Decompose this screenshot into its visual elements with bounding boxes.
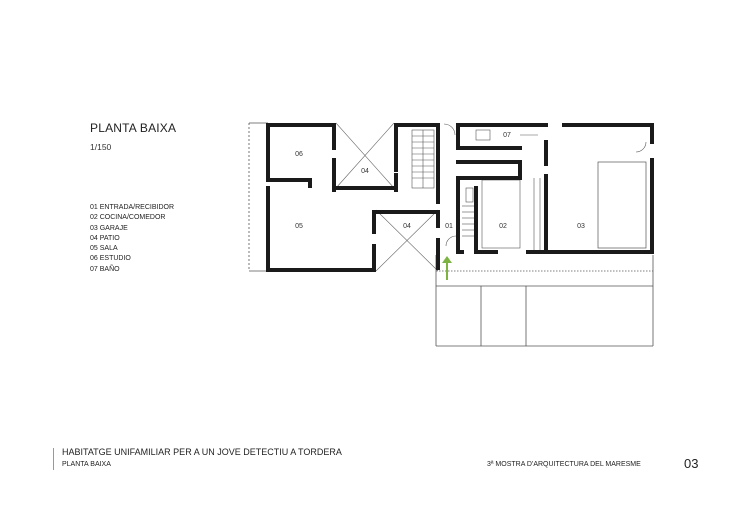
legend-item: 04 PATIO [90, 234, 120, 242]
stairs [411, 129, 435, 189]
footer-subtitle: PLANTA BAIXA [62, 461, 111, 468]
footer-divider [53, 448, 54, 470]
page-number: 03 [684, 456, 699, 471]
walls [266, 123, 654, 272]
door-swings [443, 123, 647, 247]
plan-scale: 1/150 [90, 142, 112, 152]
room-label-patio-top: 04 [361, 168, 369, 175]
footer-exhibition: 3ª MOSTRA D'ARQUITECTURA DEL MARESME [487, 461, 641, 468]
room-label-garage: 03 [577, 223, 585, 230]
garage-car-outline [597, 161, 647, 249]
room-legend: 01 ENTRADA/RECIBIDOR 02 COCINA/COMEDOR 0… [90, 203, 174, 275]
room-label-kitchen: 02 [499, 223, 507, 230]
legend-item: 05 SALA [90, 245, 118, 253]
legend-item: 01 ENTRADA/RECIBIDOR [90, 204, 175, 211]
plan-title: PLANTA BAIXA [90, 121, 177, 135]
legend-item: 06 ESTUDIO [90, 255, 131, 263]
footer-project-title: HABITATGE UNIFAMILIAR PER A UN JOVE DETE… [62, 447, 342, 457]
entrance-arrow-icon [442, 256, 452, 280]
room-label-study: 06 [295, 151, 303, 158]
site-lines [248, 122, 654, 347]
room-label-entrance: 01 [445, 223, 453, 230]
legend-item: 07 BAÑO [90, 265, 120, 273]
legend-item: 03 GARAJE [90, 224, 128, 232]
room-label-bath: 07 [503, 132, 511, 139]
room-label-patio-bottom: 04 [403, 223, 411, 230]
patio-marks [335, 122, 439, 272]
room-label-living: 05 [295, 223, 303, 230]
fixtures [462, 129, 541, 250]
legend-item: 02 COCINA/COMEDOR [90, 214, 166, 222]
